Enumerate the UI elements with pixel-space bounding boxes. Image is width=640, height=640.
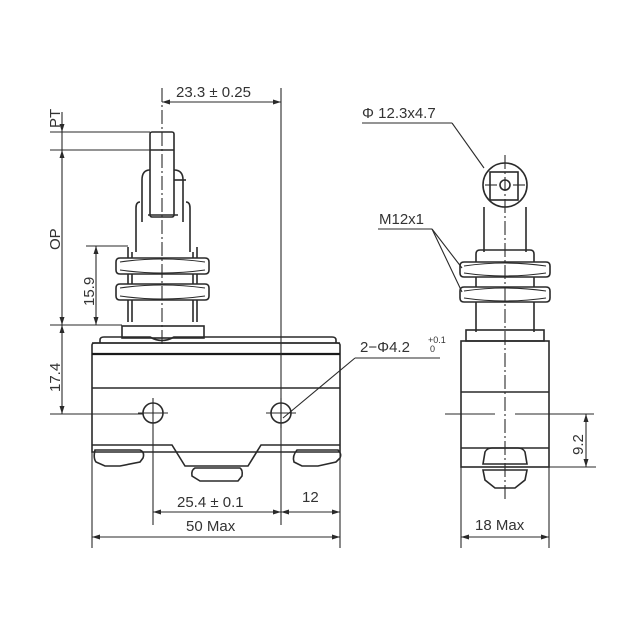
dim-op: OP [47, 228, 64, 250]
terminal-center [191, 467, 244, 482]
callout-thread: M12x1 [379, 211, 424, 228]
dim-hole-to-edge: 12 [302, 489, 319, 506]
terminal-left [93, 449, 145, 467]
side-view: 9.2 18 Max Φ 12.3x4.7 M12x1 [362, 105, 596, 548]
callout-mounting-holes: 2−Φ4.2 [360, 339, 410, 356]
callout-roller: Φ 12.3x4.7 [362, 105, 436, 122]
front-view: 23.3 ± 0.25 PT OP 15.9 17.4 25.4 ± 0.1 1… [47, 84, 446, 548]
dim-plunger-to-hole: 23.3 ± 0.25 [176, 84, 251, 101]
dim-side-width: 18 Max [475, 517, 525, 534]
dim-hole-height: 9.2 [570, 434, 587, 455]
callout-hole-tol-lower: 0 [430, 344, 435, 354]
dim-overall-width: 50 Max [186, 518, 236, 535]
dim-hole-spacing: 25.4 ± 0.1 [177, 494, 244, 511]
side-terminal [482, 447, 528, 465]
callout-hole-tol-upper: +0.1 [428, 335, 446, 345]
plunger-sleeve [135, 201, 191, 252]
dim-pt: PT [47, 109, 64, 128]
switch-body [91, 342, 341, 453]
dim-plunger-height: 15.9 [81, 277, 98, 306]
terminal-notch [92, 444, 340, 467]
dim-body-height: 17.4 [47, 363, 64, 392]
